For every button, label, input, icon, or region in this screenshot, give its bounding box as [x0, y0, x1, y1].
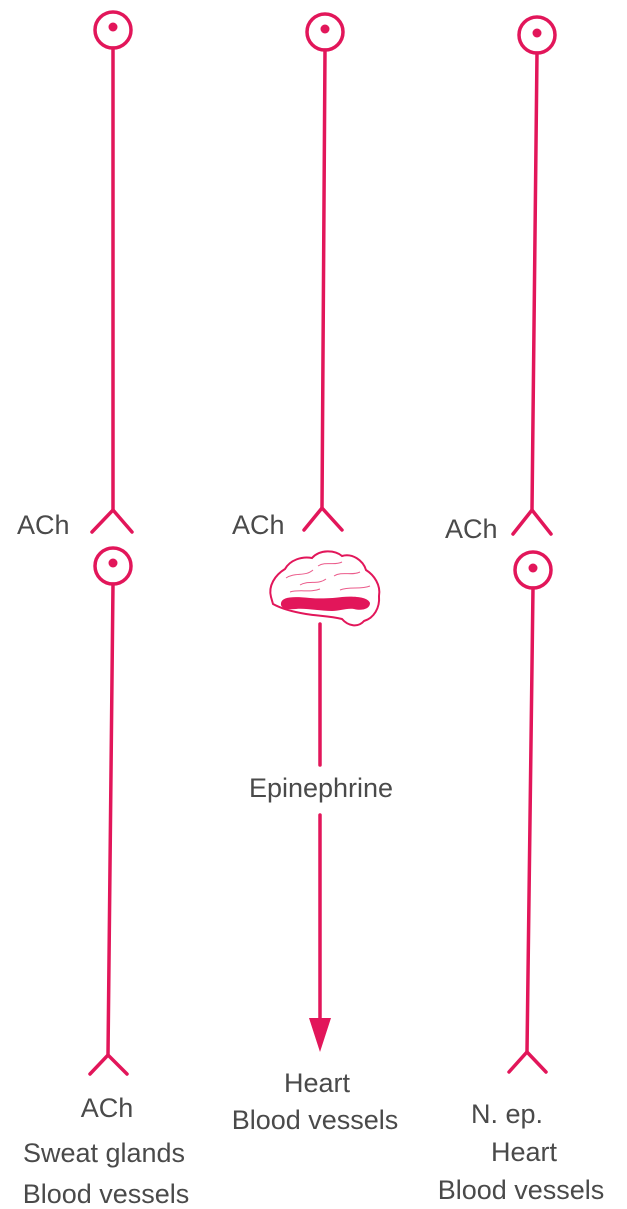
target-3b: Blood vessels — [438, 1177, 605, 1204]
target-3a: Heart — [491, 1139, 557, 1166]
target-1a: Sweat glands — [23, 1140, 185, 1167]
postganglionic-nucleus-3 — [529, 564, 538, 573]
adrenal-medulla — [281, 597, 370, 611]
postganglionic-axon-1 — [108, 584, 113, 1055]
terminal-label-3: N. ep. — [471, 1101, 543, 1128]
column-3-pathway — [509, 17, 555, 1072]
column-1-pathway — [90, 12, 132, 1074]
terminal-label-1: ACh — [81, 1095, 134, 1122]
postganglionic-axon-3 — [527, 588, 533, 1052]
preganglionic-terminal-3 — [513, 510, 551, 534]
preganglionic-nucleus-1 — [109, 23, 118, 32]
postganglionic-terminal-3 — [509, 1052, 546, 1072]
target-2b: Blood vessels — [232, 1107, 399, 1134]
hormone-label: Epinephrine — [249, 775, 393, 802]
preganglionic-axon-2 — [322, 50, 325, 508]
adrenal-gland-outline — [270, 551, 379, 625]
preganglionic-terminal-2 — [304, 508, 342, 530]
synapse-label-3: ACh — [445, 516, 498, 543]
target-1b: Blood vessels — [23, 1181, 190, 1208]
synapse-label-1: ACh — [17, 512, 70, 539]
synapse-label-2: ACh — [232, 512, 285, 539]
column-2-hormone-pathway — [309, 624, 331, 1052]
column-2-pathway — [304, 14, 343, 530]
postganglionic-terminal-1 — [90, 1055, 127, 1074]
postganglionic-nucleus-1 — [109, 559, 118, 568]
preganglionic-terminal-1 — [92, 510, 132, 532]
preganglionic-axon-3 — [532, 53, 537, 510]
adrenal-gland — [270, 551, 379, 625]
epinephrine-arrowhead — [309, 1018, 331, 1052]
preganglionic-nucleus-3 — [533, 29, 542, 38]
target-2a: Heart — [284, 1070, 350, 1097]
preganglionic-nucleus-2 — [321, 25, 330, 34]
